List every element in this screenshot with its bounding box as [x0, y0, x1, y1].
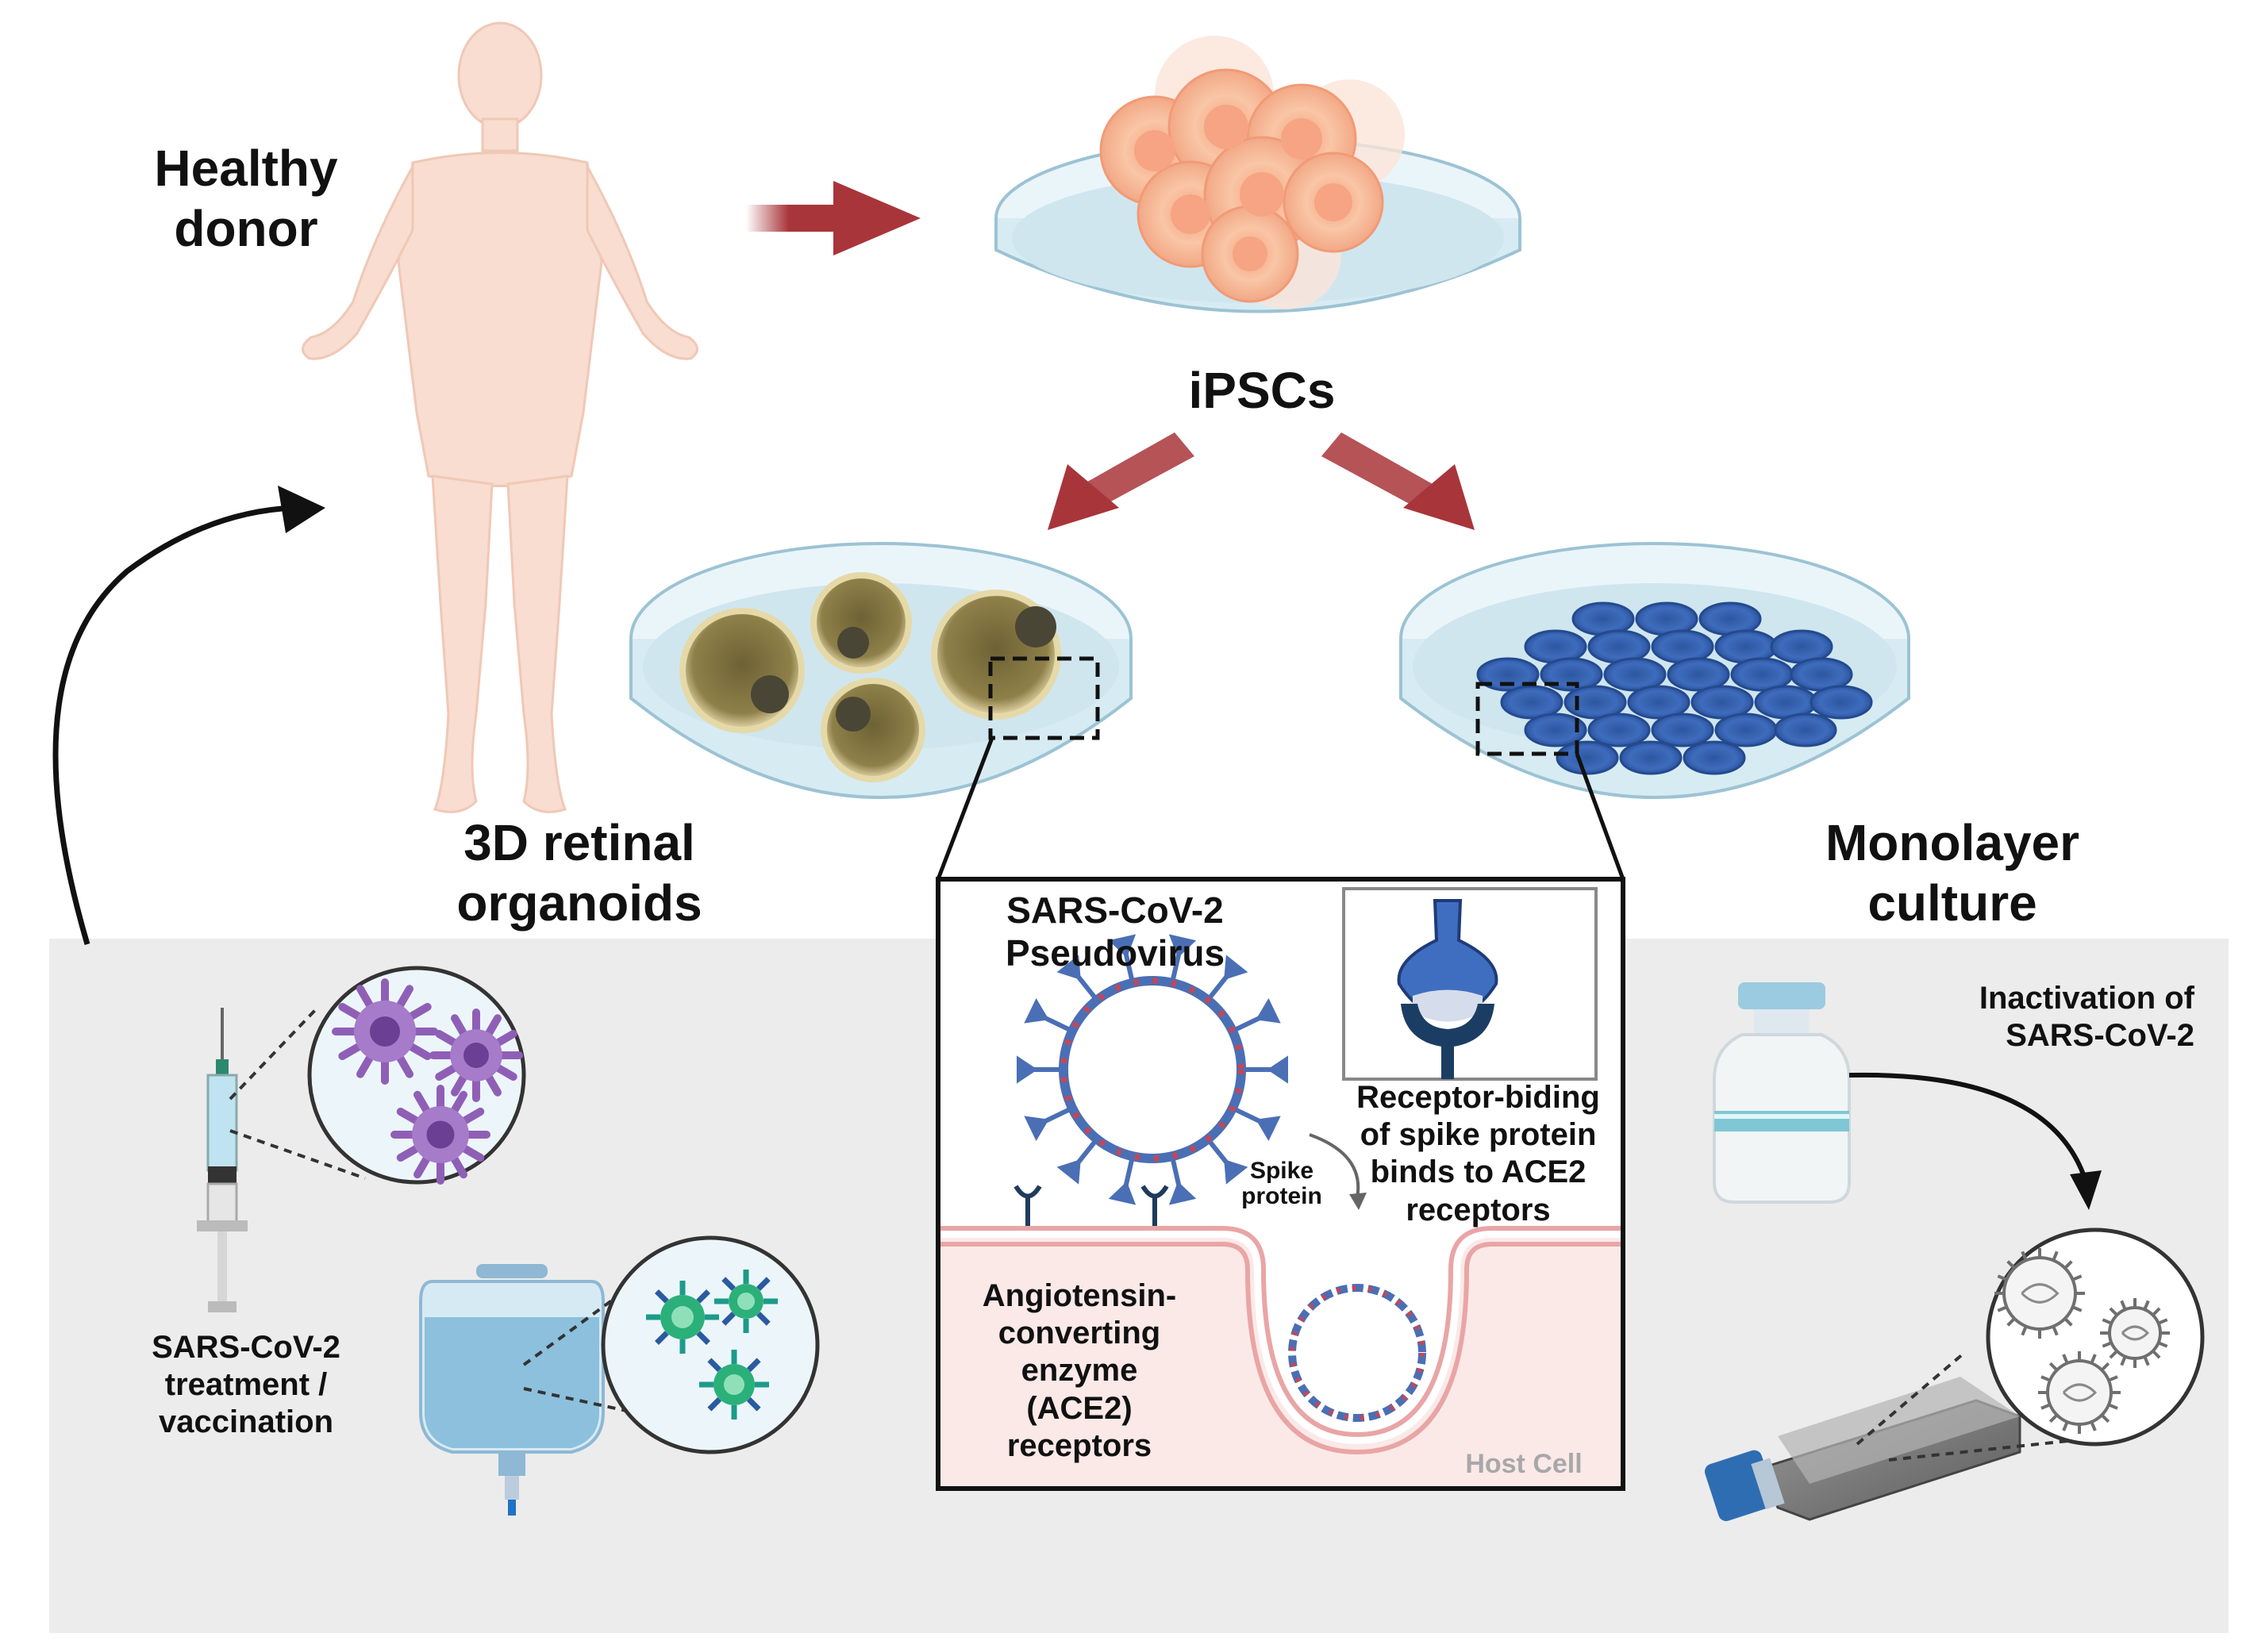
monolayer-cell — [1500, 685, 1563, 720]
arrow-inactivation — [1848, 1072, 2102, 1210]
syringe-icon — [197, 1008, 248, 1312]
ace2-receptor-icon — [1013, 1185, 1169, 1226]
monolayer-cell — [1683, 740, 1746, 775]
antibody-zoom-circle — [601, 1235, 820, 1454]
petri-dish-icon — [994, 36, 1521, 313]
mechanism-panel — [936, 877, 1625, 1491]
vial-icon — [1713, 982, 1851, 1204]
retinal-organoid — [679, 572, 1061, 782]
label-host-cell: Host Cell — [1465, 1449, 1583, 1479]
zoom-box-monolayer — [1475, 682, 1579, 756]
monolayer-cells — [1476, 601, 1873, 775]
monolayer-cell — [1810, 685, 1873, 720]
monolayer-cell — [1667, 657, 1730, 692]
zoom-box-organoid — [988, 656, 1100, 740]
monolayer-cell — [1714, 713, 1778, 747]
monolayer-cell — [1690, 685, 1754, 720]
ipsc-cell-cluster — [1099, 36, 1405, 309]
monolayer-cell — [1524, 713, 1587, 747]
monolayer-cell — [1774, 713, 1837, 747]
zoom-line — [1575, 753, 1625, 880]
arrow-ipscs-to-monolayer — [1321, 432, 1475, 530]
zoom-line — [936, 737, 994, 880]
virus-icon — [1017, 934, 1288, 1205]
monolayer-cell — [1556, 740, 1619, 775]
label-ipscs: iPSCs — [1188, 362, 1336, 419]
monolayer-cell — [1627, 685, 1690, 720]
monolayer-cell — [1587, 713, 1651, 747]
monolayer-cell — [1619, 740, 1683, 775]
arrow-ipscs-to-organoids — [1048, 432, 1194, 530]
arrow-back-to-donor — [52, 486, 325, 945]
receptor-binding-inset — [1342, 887, 1598, 1081]
monolayer-cell — [1603, 657, 1667, 692]
human-body-icon — [302, 21, 698, 813]
host-cell — [940, 1238, 1621, 1486]
iv-bag-icon — [419, 1264, 605, 1516]
inactivated-virus-zoom-circle — [1986, 1227, 2205, 1446]
monolayer-cell — [1563, 685, 1627, 720]
arrow-donor-to-ipscs — [746, 181, 921, 255]
monolayer-cell — [1651, 713, 1714, 747]
spike-arrow — [1309, 1133, 1360, 1199]
antibody-zoom-circle — [307, 966, 526, 1185]
monolayer-dish — [1399, 542, 1910, 799]
organoid-dish — [629, 542, 1133, 799]
